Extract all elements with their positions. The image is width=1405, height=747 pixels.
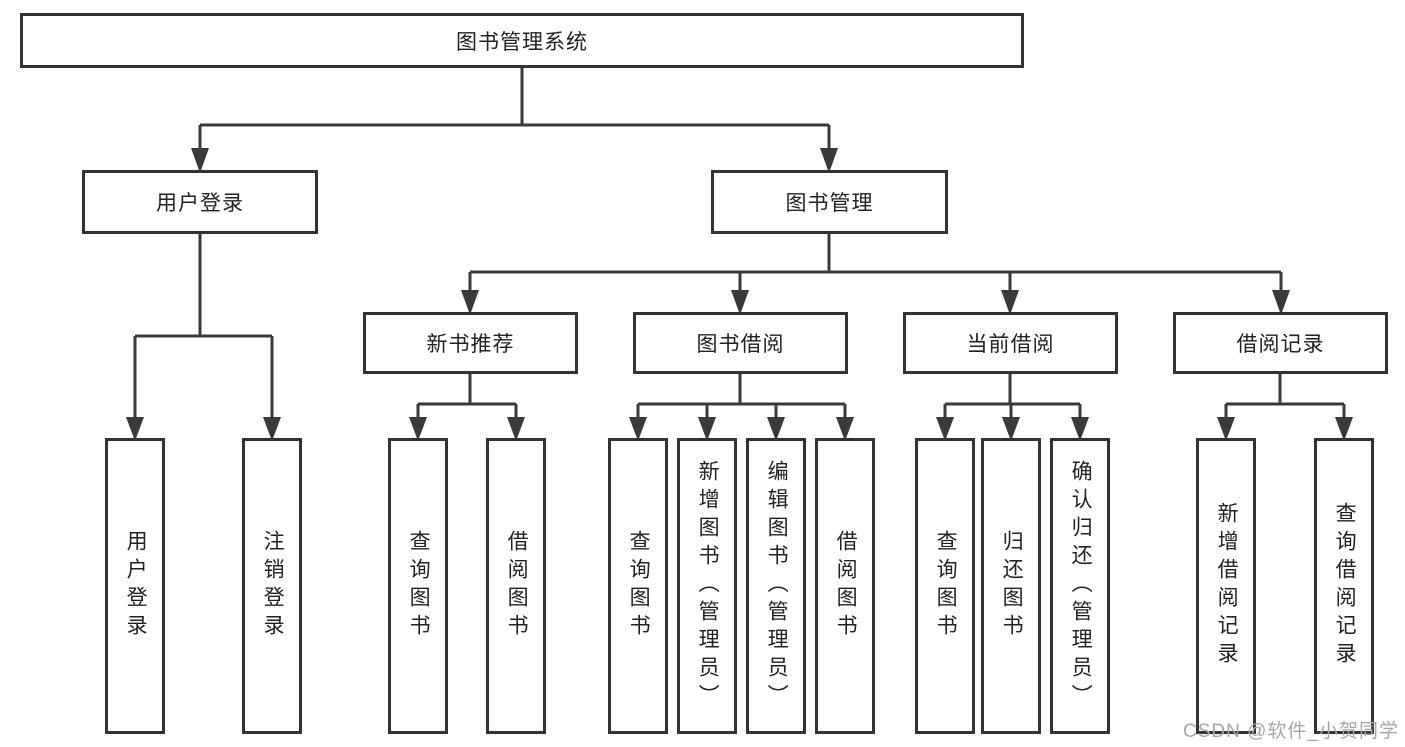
node-label: 查询图书 — [627, 530, 651, 642]
leaf-return-book: 归还图书 — [981, 438, 1041, 734]
node-root: 图书管理系统 — [20, 13, 1024, 68]
node-label: 查询图书 — [934, 530, 958, 642]
node-label: 图书借阅 — [696, 333, 785, 356]
node-label: 借阅图书 — [505, 530, 529, 642]
node-label: 用户登录 — [124, 530, 148, 642]
node-book-borrow: 图书借阅 — [633, 312, 848, 374]
node-label: 新书推荐 — [426, 333, 515, 356]
leaf-query-book: 查询图书 — [388, 438, 448, 734]
node-label: 用户登录 — [156, 192, 244, 215]
node-label: 编辑图书（管理员） — [765, 460, 789, 712]
node-new-book-recommend: 新书推荐 — [363, 312, 578, 374]
leaf-edit-book-admin: 编辑图书（管理员） — [746, 438, 806, 734]
node-borrow-records: 借阅记录 — [1173, 312, 1388, 374]
node-label: 新增图书（管理员） — [696, 460, 720, 712]
leaf-query-book: 查询图书 — [915, 438, 975, 734]
leaf-query-borrow-record: 查询借阅记录 — [1314, 438, 1374, 734]
node-book-management: 图书管理 — [711, 170, 948, 234]
leaf-logout: 注销登录 — [242, 438, 302, 734]
leaf-add-book-admin: 新增图书（管理员） — [677, 438, 737, 734]
leaf-borrow-book: 借阅图书 — [815, 438, 875, 734]
node-label: 归还图书 — [1000, 530, 1024, 642]
node-label: 新增借阅记录 — [1215, 502, 1239, 670]
leaf-confirm-return-admin: 确认归还（管理员） — [1050, 438, 1110, 734]
node-label: 借阅记录 — [1236, 333, 1325, 356]
node-current-borrow: 当前借阅 — [903, 312, 1118, 374]
node-label: 查询图书 — [407, 530, 431, 642]
node-label: 图书管理系统 — [456, 30, 588, 54]
node-label: 借阅图书 — [834, 530, 858, 642]
node-label: 图书管理 — [785, 192, 874, 215]
node-label: 注销登录 — [261, 530, 285, 642]
csdn-watermark: CSDN @软件_小贺同学 — [1183, 721, 1399, 742]
leaf-user-login: 用户登录 — [105, 438, 165, 734]
node-label: 查询借阅记录 — [1333, 502, 1357, 670]
node-label: 当前借阅 — [966, 333, 1055, 356]
leaf-add-borrow-record: 新增借阅记录 — [1196, 438, 1256, 734]
node-user-login: 用户登录 — [82, 170, 318, 234]
leaf-query-book: 查询图书 — [608, 438, 668, 734]
leaf-borrow-book: 借阅图书 — [486, 438, 546, 734]
node-label: 确认归还（管理员） — [1069, 460, 1093, 712]
